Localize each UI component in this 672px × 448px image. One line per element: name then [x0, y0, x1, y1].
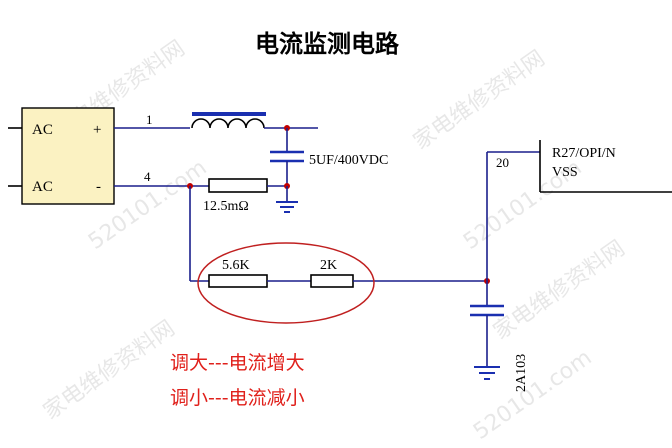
mcu-pin-name: R27/OPI/N: [552, 146, 616, 161]
capacitor-main: 5UF/400VDC: [270, 128, 388, 186]
mcu-pin-number: 20: [496, 155, 509, 170]
r2-body: [310, 274, 354, 288]
watermark-layer: 家电维修资料网 520101.com 家电维修资料网 520101.com 家电…: [39, 36, 630, 445]
watermark-3: 家电维修资料网: [409, 46, 550, 155]
cap-filter-label: 2A103: [514, 354, 529, 392]
watermark-5: 家电维修资料网: [39, 316, 180, 425]
net-bottom-label: 4: [144, 169, 151, 184]
inductor: [191, 112, 266, 129]
note-increase: 调大---电流增大: [170, 352, 305, 374]
note-decrease: 调小---电流减小: [170, 387, 305, 409]
ac-pin-top-sign: +: [93, 122, 101, 138]
highlight-ellipse: [197, 242, 375, 324]
cap-main-label: 5UF/400VDC: [309, 153, 388, 168]
ac-pin-bottom-sign: -: [96, 179, 101, 195]
r2-label: 2K: [320, 258, 337, 273]
r1-label: 5.6K: [222, 258, 250, 273]
shunt-resistor: 12.5mΩ: [203, 178, 287, 214]
ac-block-body: [21, 107, 115, 205]
r1-body: [208, 274, 268, 288]
shunt-label: 12.5mΩ: [203, 199, 249, 214]
mcu-chip: R27/OPI/N VSS: [539, 140, 672, 193]
inductor-coil: [191, 118, 265, 129]
resistor-r1: 5.6K: [208, 258, 268, 288]
shunt-body: [208, 178, 268, 193]
watermark-7: 家电维修资料网: [489, 236, 630, 345]
page-title: 电流监测电路: [255, 30, 400, 58]
ground-symbol-1: [276, 186, 298, 213]
capacitor-filter: 2A103: [470, 281, 529, 392]
resistor-r2: 2K: [310, 258, 354, 288]
ac-source-block: AC + AC -: [8, 107, 115, 205]
net-top-label: 1: [146, 112, 153, 127]
ground-symbol-2: [474, 366, 500, 380]
ac-pin-top-label: AC: [32, 122, 53, 138]
watermark-6: 520101.com: [469, 345, 596, 445]
mcu-vss-label: VSS: [552, 165, 578, 180]
ac-pin-bottom-label: AC: [32, 179, 53, 195]
